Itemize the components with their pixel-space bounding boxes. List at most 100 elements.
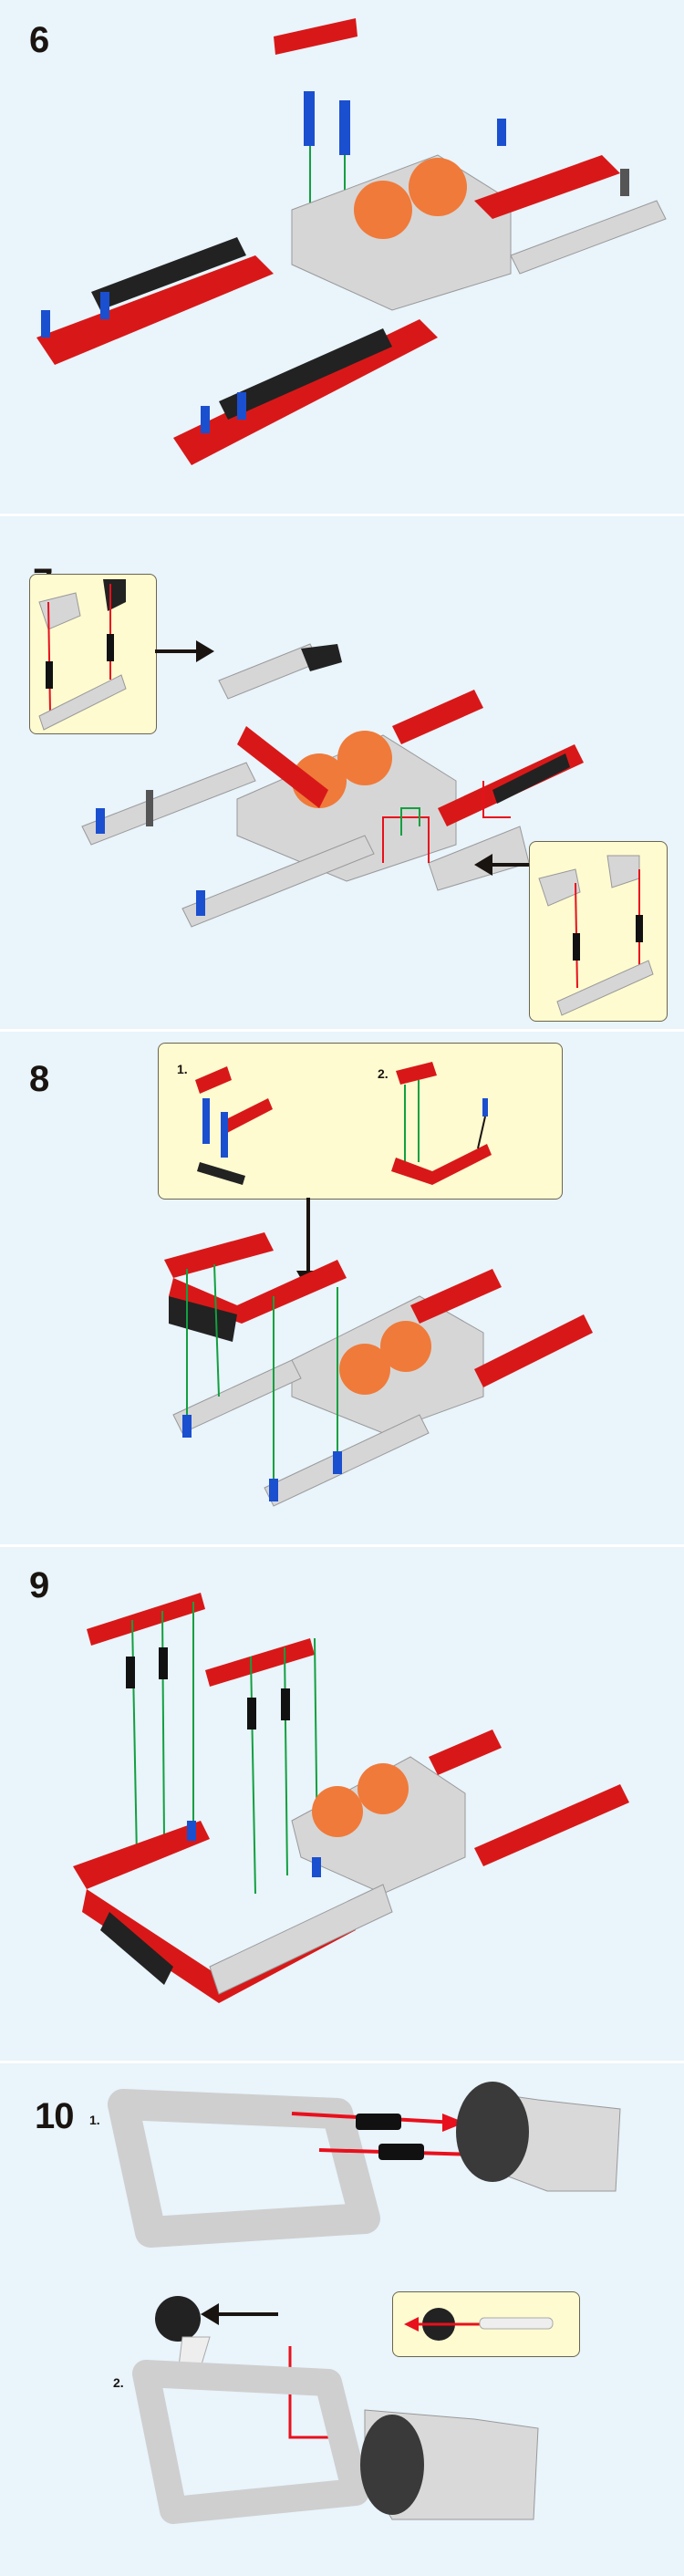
callout-box: 1. 2. — [158, 1043, 563, 1200]
blue-pin — [187, 1821, 196, 1841]
step-number: 6 — [29, 20, 49, 60]
red-beam — [474, 1314, 593, 1387]
sub-assembly-illustration — [38, 579, 127, 731]
callout-box — [392, 2291, 580, 2357]
sub-assembly-illustration — [538, 855, 654, 1016]
blue-pin — [304, 91, 315, 146]
motor-dome — [312, 1786, 363, 1837]
gear — [155, 2296, 201, 2342]
grey-frame — [108, 2089, 380, 2248]
step-9-illustration — [73, 1593, 629, 2003]
substep-label: 2. — [113, 2375, 124, 2390]
blue-pin — [237, 392, 246, 420]
blue-pin — [96, 808, 105, 834]
step-6-illustration — [36, 18, 667, 465]
motor-dome — [409, 158, 467, 216]
red-beam — [36, 255, 274, 365]
red-beam — [429, 1729, 502, 1775]
motor-hub — [291, 154, 512, 311]
callout-box — [29, 574, 157, 734]
diagram-shape — [636, 915, 643, 942]
step-number: 10 — [35, 2096, 74, 2136]
motor-dome — [339, 1344, 390, 1395]
diagram-shape — [131, 1619, 138, 1858]
blue-pin — [182, 1415, 192, 1438]
step-7-illustration — [81, 640, 584, 928]
grey-axle — [146, 790, 153, 826]
red-beam — [164, 1232, 274, 1278]
blue-pin — [497, 119, 506, 146]
grey-frame — [132, 2360, 369, 2524]
red-beam — [205, 1638, 315, 1687]
step-divider — [0, 1544, 684, 1547]
blue-pin — [100, 292, 109, 319]
blue-pin — [41, 310, 50, 338]
diagram-shape — [250, 1656, 256, 1895]
step-number: 8 — [29, 1059, 49, 1099]
motor-dome — [337, 731, 392, 785]
black-pin — [378, 2144, 424, 2160]
step-9: 9 — [0, 1547, 684, 2061]
diagram-shape — [396, 1062, 437, 1085]
black-pin — [159, 1647, 168, 1679]
motor-face — [456, 2082, 529, 2182]
black-pin — [247, 1698, 256, 1729]
red-beam — [237, 726, 328, 808]
motor-dome — [354, 181, 412, 239]
black-beam — [169, 1296, 237, 1342]
diagram-shape — [391, 1144, 492, 1185]
motor-hub — [291, 1756, 466, 1895]
diagram-shape — [213, 1263, 220, 1397]
blue-pin — [312, 1857, 321, 1877]
step-number: 9 — [29, 1565, 49, 1605]
step-6: 6 — [0, 0, 684, 514]
motor-dome — [380, 1321, 431, 1372]
substep-label: 1. — [89, 2113, 100, 2127]
motor-face — [360, 2415, 424, 2515]
diagram-shape — [201, 2303, 219, 2325]
blue-pin — [201, 406, 210, 433]
blue-pin — [339, 100, 350, 155]
callout-box — [529, 841, 668, 1022]
grey-beam — [181, 835, 375, 928]
step-divider — [0, 514, 684, 516]
red-beam — [474, 155, 620, 219]
diagram-shape — [479, 2317, 554, 2330]
diagram-shape — [223, 1098, 273, 1133]
grey-beam — [510, 200, 667, 275]
grey-beam — [172, 1359, 302, 1434]
diagram-shape — [442, 2114, 465, 2132]
diagram-shape — [38, 674, 127, 731]
diagram-shape — [202, 1098, 210, 1144]
black-pin — [356, 2114, 401, 2130]
step-7: 7 — [0, 516, 684, 1029]
black-beam — [100, 1912, 173, 1985]
grey-beam — [264, 1414, 430, 1507]
diagram-shape — [474, 854, 492, 876]
red-beam — [392, 690, 483, 744]
diagram-shape — [195, 1066, 232, 1094]
diagram-shape — [103, 579, 126, 611]
black-beam — [492, 753, 570, 804]
diagram-shape — [221, 1112, 228, 1158]
black-pin — [281, 1688, 290, 1720]
motor-dome — [358, 1763, 409, 1814]
diagram-shape — [538, 868, 581, 907]
grey-beam — [209, 1884, 393, 1995]
diagram-shape — [400, 807, 420, 836]
black-pin — [126, 1657, 135, 1688]
sub-assembly-illustration — [195, 1062, 492, 1185]
step-8-illustration — [164, 1198, 593, 1507]
blue-pin — [333, 1451, 342, 1474]
sub-assembly-illustration — [404, 2308, 554, 2341]
red-beam — [173, 319, 438, 465]
substep-label: 1. — [177, 1062, 188, 1076]
grey-axle — [620, 169, 629, 196]
black-beam — [301, 644, 342, 671]
diagram-shape — [161, 1610, 165, 1840]
step-8: 8 1. 2. — [0, 1032, 684, 1544]
red-beam — [169, 1260, 347, 1324]
motor-hub — [236, 734, 457, 882]
black-beam — [91, 237, 246, 310]
diagram-shape — [107, 634, 114, 661]
